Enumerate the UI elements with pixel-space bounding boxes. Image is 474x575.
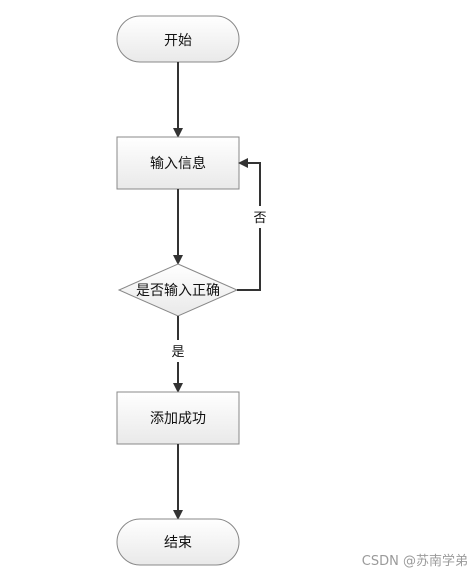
watermark: CSDN @苏南学弟 (361, 554, 468, 569)
edge-label-no: 否 (253, 211, 266, 226)
no-label-bg (250, 206, 270, 228)
input-node (116, 136, 240, 190)
success-node (116, 391, 240, 445)
yes-label-bg (168, 340, 188, 362)
end-node (116, 518, 240, 566)
success-label: 添加成功 (150, 411, 206, 427)
start-label: 开始 (164, 33, 192, 49)
end-label: 结束 (164, 535, 192, 551)
decision-label: 是否输入正确 (136, 283, 220, 299)
input-label: 输入信息 (150, 155, 206, 172)
edge-label-yes: 是 (171, 345, 184, 360)
